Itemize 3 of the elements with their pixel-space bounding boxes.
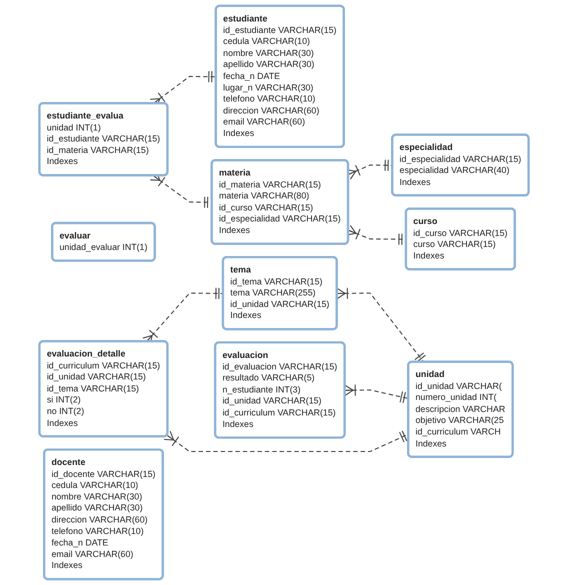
connector	[336, 288, 426, 362]
connector	[344, 384, 409, 404]
connector	[164, 430, 409, 452]
